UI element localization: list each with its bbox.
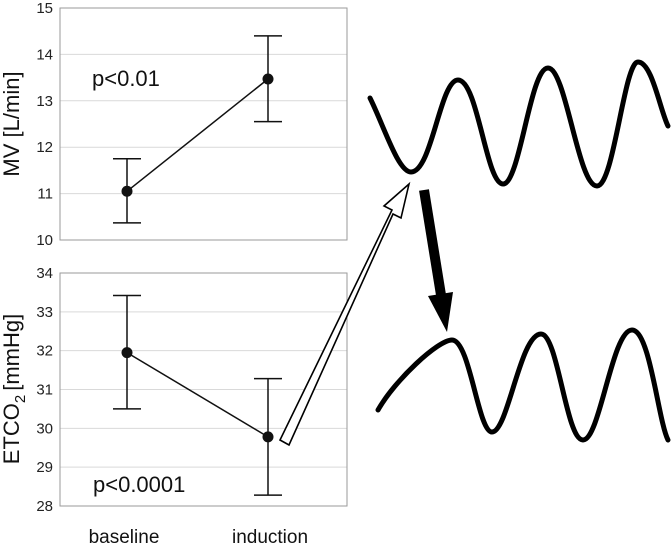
mv-point-baseline <box>121 185 133 197</box>
mv-y-axis-label: MV [L/min] <box>0 71 24 176</box>
etco2-y-tick-label: 34 <box>36 265 53 282</box>
upper-breathing-wave <box>367 59 671 189</box>
mv-y-tick-label: 14 <box>36 46 53 63</box>
etco2-ylabel-unit: [mmHg] <box>0 314 24 391</box>
mv-series <box>113 35 282 224</box>
mv-y-tick-label: 10 <box>36 232 53 249</box>
mv-plot-frame <box>59 7 348 241</box>
solid-arrow-head <box>428 292 453 332</box>
etco2-panel: 28 29 30 31 32 33 34 ETCO2 [mmHg] p<0.0001 <box>0 265 348 515</box>
etco2-ylabel-sub: 2 <box>12 395 29 403</box>
mv-gridlines <box>60 53 347 195</box>
etco2-y-tick-label: 32 <box>36 343 53 360</box>
etco2-gridlines <box>60 311 347 468</box>
lower-breathing-wave <box>375 327 671 443</box>
mv-y-tick-label: 13 <box>36 93 53 110</box>
etco2-y-tick-label: 31 <box>36 382 53 399</box>
mv-connector-line <box>126 78 269 192</box>
etco2-ylabel-main: ETCO <box>0 403 24 464</box>
etco2-p-value: p<0.0001 <box>93 472 185 497</box>
mv-y-tick-label: 15 <box>36 0 53 17</box>
etco2-point-induction <box>262 431 274 443</box>
etco2-point-baseline <box>121 347 133 359</box>
etco2-y-axis-label: ETCO2 [mmHg] <box>0 314 29 464</box>
hollow-arrow <box>278 181 411 447</box>
etco2-y-tick-label: 29 <box>36 459 53 476</box>
mv-panel: 10 11 12 13 14 15 MV [L/min] p<0.01 <box>0 0 348 249</box>
etco2-y-tick-label: 33 <box>36 304 53 321</box>
etco2-plot-frame <box>59 272 348 507</box>
mv-y-tick-label: 12 <box>36 139 53 156</box>
etco2-y-tick-label: 30 <box>36 420 53 437</box>
etco2-y-tick-label: 28 <box>36 498 53 515</box>
mv-y-ticks: 10 11 12 13 14 15 <box>36 0 53 249</box>
mv-p-value: p<0.01 <box>92 66 160 91</box>
solid-arrow-shaft <box>419 189 446 296</box>
etco2-series <box>113 294 282 496</box>
etco2-y-ticks: 28 29 30 31 32 33 34 <box>36 265 53 515</box>
mv-point-induction <box>262 73 274 85</box>
etco2-connector-line <box>126 351 269 438</box>
mv-y-tick-label: 11 <box>37 186 53 203</box>
x-label-induction: induction <box>232 527 308 548</box>
x-label-baseline: baseline <box>89 527 160 548</box>
